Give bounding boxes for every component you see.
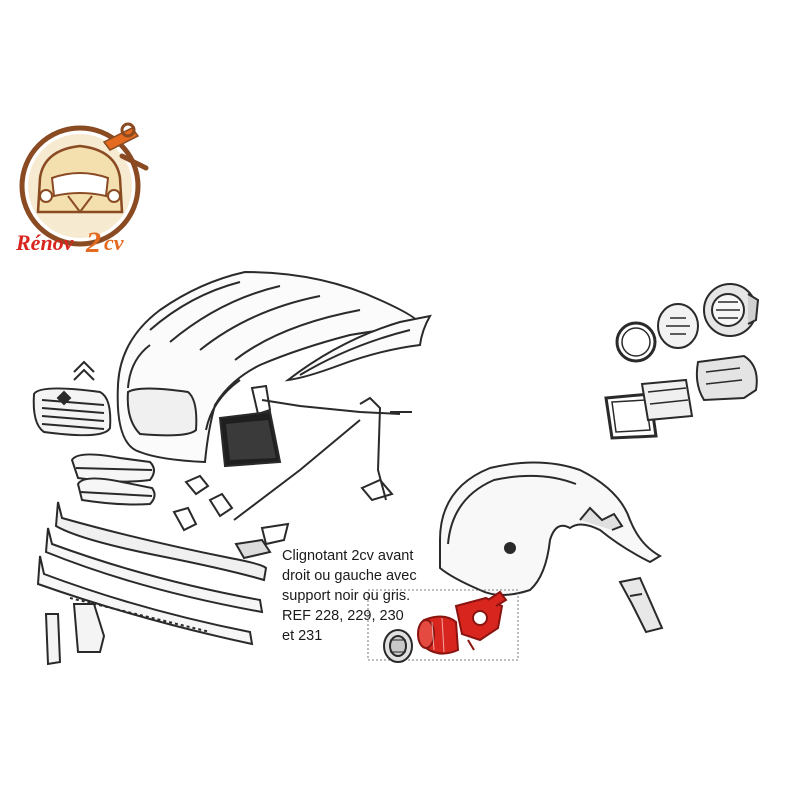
support-rods [233,384,412,521]
fog-lamp-body [695,354,758,402]
product-caption: Clignotant 2cv avant droit ou gauche ave… [282,546,462,646]
chevron-badge [73,360,95,381]
fog-lamp-lens [640,378,694,422]
highlight-box [367,589,519,661]
reflector-bracket [618,576,664,634]
front-wing [284,314,432,382]
svg-text:Rénov: Rénov [15,230,74,255]
mounting-plates [44,603,106,666]
headlamp-rim [615,321,657,363]
grille-bars [70,453,156,506]
caption-line-5: et 231 [282,628,323,644]
caption-line-1: Clignotant 2cv avant [282,548,414,564]
bumper-blade-middle [44,527,264,614]
svg-text:cv: cv [104,230,124,255]
indicator-lens-grey [383,629,413,663]
indicator-lens-red [417,615,460,655]
fog-lamp-frame [604,392,658,440]
mudguard [439,461,663,596]
front-grille [32,387,112,437]
headlamp-lens [657,303,699,349]
renov2cv-logo: Rénov 2 cv [15,122,149,259]
radiator-grille-panel [218,410,282,468]
headlamp-body [703,283,760,337]
bonnet-hood [116,270,422,464]
small-brackets [172,474,290,560]
caption-line-3: support noir ou gris. [282,588,411,604]
indicator-support-red [454,590,508,651]
bumper-blade-upper [54,501,268,582]
caption-line-2: droit ou gauche avec [282,568,417,584]
caption-line-4: REF 228, 229, 230 [282,608,404,624]
svg-text:2: 2 [85,226,101,259]
